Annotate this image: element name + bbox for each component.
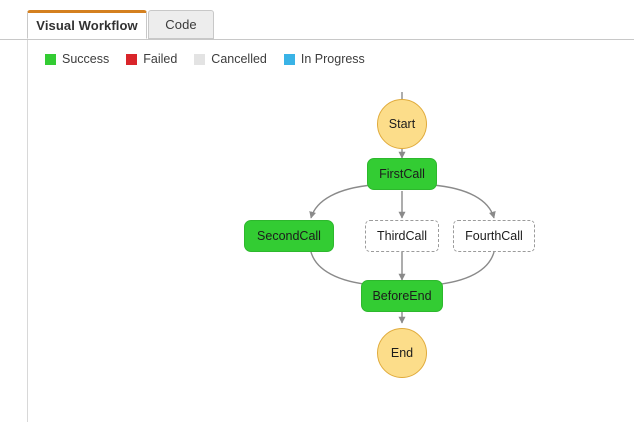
legend-label-success: Success	[62, 52, 110, 66]
success-swatch-icon	[45, 53, 56, 65]
workflow-node-beforeend[interactable]: BeforeEnd	[361, 280, 443, 312]
workflow-node-end[interactable]: End	[377, 328, 427, 378]
workflow-node-end-label: End	[390, 346, 414, 360]
workflow-node-firstcall[interactable]: FirstCall	[367, 158, 437, 190]
legend-item-failed: Failed	[126, 52, 177, 66]
tab-bar-divider	[0, 39, 634, 40]
tab-bar: Visual Workflow Code	[0, 0, 634, 40]
edge-firstcall-fourthcall	[431, 184, 496, 219]
tab-visual-workflow-label: Visual Workflow	[36, 18, 138, 33]
workflow-node-fourthcall[interactable]: FourthCall	[453, 220, 535, 252]
legend-label-in-progress: In Progress	[300, 52, 365, 66]
failed-swatch-icon	[126, 53, 138, 65]
workflow-node-start-label: Start	[388, 117, 416, 131]
workflow-node-firstcall-label: FirstCall	[379, 167, 425, 181]
legend-label-cancelled: Cancelled	[211, 52, 267, 66]
cancelled-swatch-icon	[194, 53, 206, 65]
workflow-node-secondcall[interactable]: SecondCall	[244, 220, 334, 252]
workflow-graph: Start FirstCall SecondCall ThirdCall Fou…	[28, 40, 634, 422]
tab-visual-workflow[interactable]: Visual Workflow	[27, 10, 147, 39]
visual-workflow-panel: Success Failed Cancelled In Progress	[27, 40, 634, 422]
workflow-node-thirdcall-label: ThirdCall	[376, 229, 427, 243]
legend-item-in-progress: In Progress	[283, 52, 365, 66]
legend-item-success: Success	[45, 52, 109, 66]
legend-label-failed: Failed	[143, 52, 178, 66]
workflow-node-thirdcall[interactable]: ThirdCall	[365, 220, 439, 252]
workflow-node-start[interactable]: Start	[377, 99, 427, 149]
status-legend: Success Failed Cancelled In Progress	[45, 52, 382, 66]
edge-firstcall-secondcall	[309, 184, 374, 219]
tab-code-label: Code	[165, 17, 197, 32]
workflow-node-secondcall-label: SecondCall	[257, 229, 321, 243]
in-progress-swatch-icon	[283, 53, 295, 65]
edge-fourthcall-beforeend	[431, 251, 495, 288]
workflow-node-beforeend-label: BeforeEnd	[372, 289, 432, 303]
tab-code[interactable]: Code	[148, 10, 214, 39]
workflow-node-fourthcall-label: FourthCall	[465, 229, 523, 243]
legend-item-cancelled: Cancelled	[194, 52, 267, 66]
